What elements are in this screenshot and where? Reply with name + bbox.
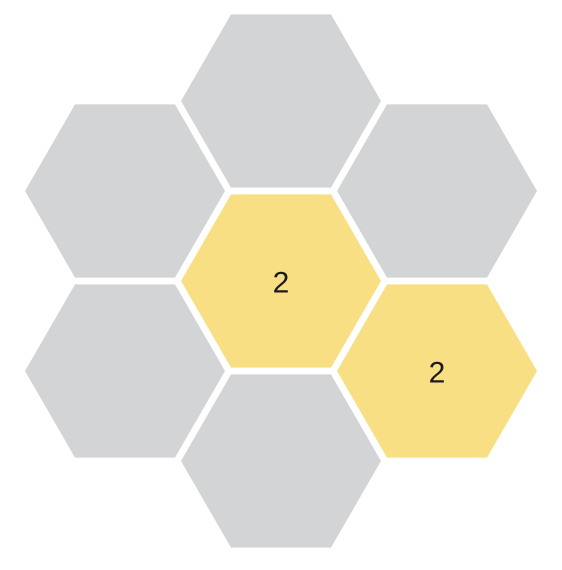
hex-value: 2: [429, 357, 446, 390]
hex-tile: [25, 104, 225, 278]
hex-cell-upper-right[interactable]: [337, 104, 537, 278]
hex-tile: [181, 14, 381, 188]
hex-cell-center[interactable]: 2: [181, 194, 381, 368]
hex-tile: [181, 374, 381, 548]
hex-cell-bottom[interactable]: [181, 374, 381, 548]
hex-tile: [337, 104, 537, 278]
hex-cell-lower-left[interactable]: [25, 284, 225, 458]
hex-tile: [181, 194, 381, 368]
hex-tile: [25, 284, 225, 458]
hex-cell-top[interactable]: [181, 14, 381, 188]
hex-tile: [337, 284, 537, 458]
hex-value: 2: [273, 267, 290, 300]
hex-cell-upper-left[interactable]: [25, 104, 225, 278]
hex-cell-lower-right[interactable]: 2: [337, 284, 537, 458]
